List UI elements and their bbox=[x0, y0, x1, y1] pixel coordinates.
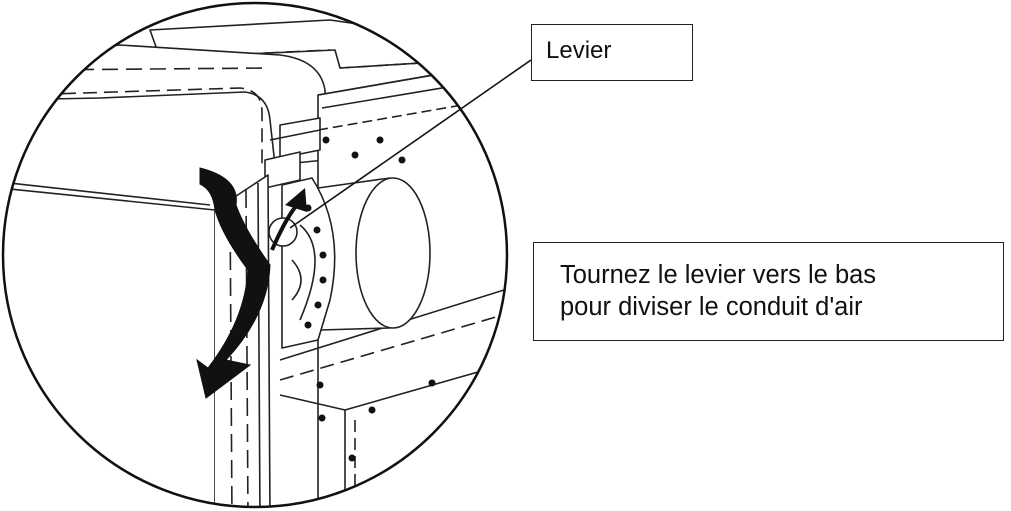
door-frame bbox=[3, 44, 326, 166]
lever-label: Levier bbox=[531, 24, 693, 81]
air-duct bbox=[317, 177, 431, 331]
instruction-line-2: pour diviser le conduit d'air bbox=[560, 293, 863, 321]
lever-knob bbox=[268, 217, 298, 247]
instruction-line-1: Tournez le levier vers le bas bbox=[560, 261, 877, 289]
instruction-box: Tournez le levier vers le bas pour divis… bbox=[533, 242, 1004, 341]
lever-leader-line bbox=[289, 59, 532, 229]
lever-label-text: Levier bbox=[546, 37, 612, 64]
curved-arrow-down-icon bbox=[196, 167, 307, 399]
duct-flange bbox=[281, 177, 336, 349]
detail-circle bbox=[1, 1, 509, 509]
